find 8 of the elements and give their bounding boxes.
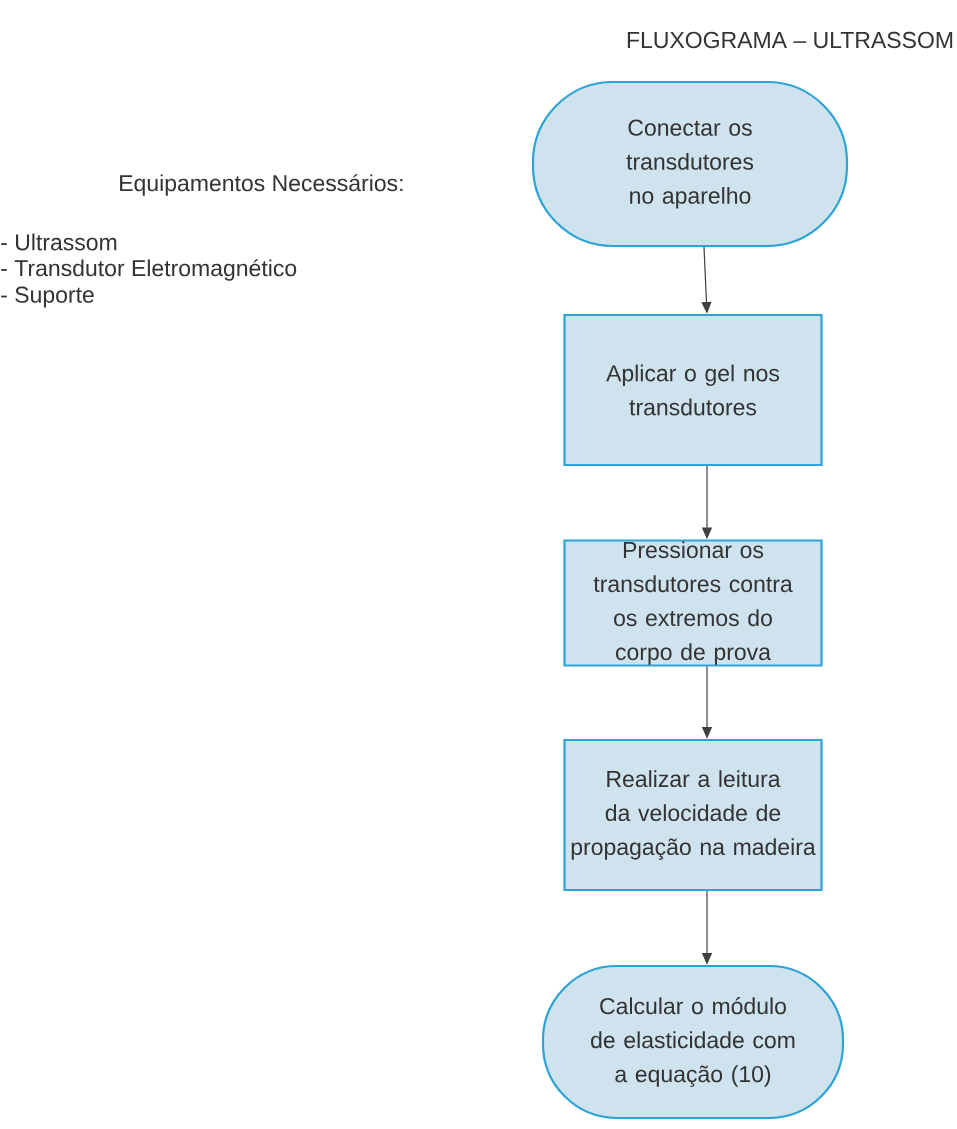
label-text: Equipamentos Necessários:: [120, 174, 403, 196]
process-box: Aplicar o gel nos transdutores: [563, 313, 823, 467]
label-text: - Suporte: [1, 286, 94, 308]
process-box: Realizar a leitura da velocidade de propagação na madeira: [563, 738, 823, 892]
label-text: - Transdutor Eletromagnético: [1, 259, 297, 281]
title: FLUXOGRAMA – ULTRASSOM: [627, 31, 953, 49]
process-box: Pressionar os transdutores contra os extremos do corpo de prova: [563, 539, 823, 667]
label-text: - Ultrassom: [1, 233, 117, 251]
